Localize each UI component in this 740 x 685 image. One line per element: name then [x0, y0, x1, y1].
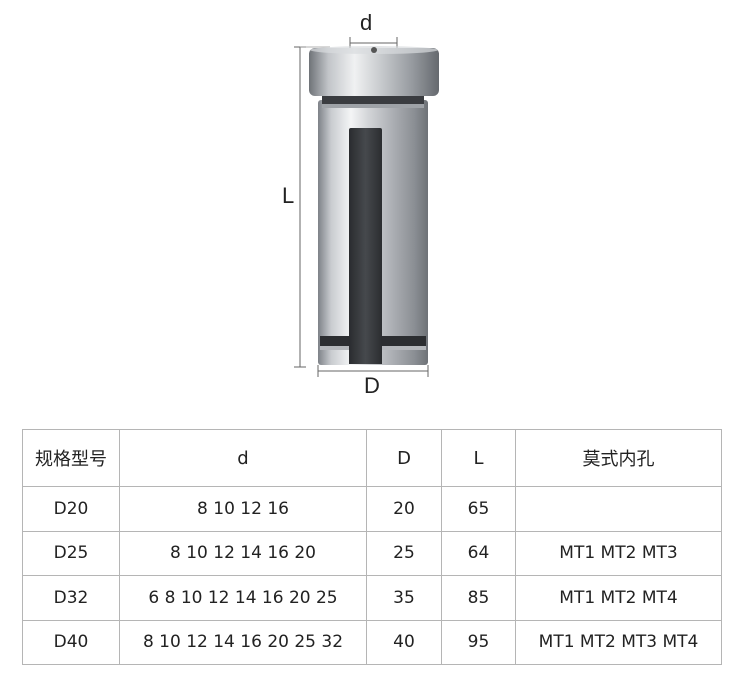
d-dimension-label: d [360, 10, 373, 35]
header-model: 规格型号 [22, 428, 120, 488]
cell-d: 8 10 12 14 16 20 [119, 530, 367, 577]
table-header-row: 规格型号 d D L 莫式内孔 [22, 428, 722, 488]
spec-table: 规格型号 d D L 莫式内孔 D20 8 10 12 16 20 65 D25… [22, 428, 722, 666]
cell-d: 6 8 10 12 14 16 20 25 [119, 575, 367, 621]
sleeve-slot [349, 128, 382, 364]
D-dimension-label: D [364, 373, 380, 398]
cell-L: 64 [441, 530, 516, 577]
header-d: d [119, 428, 367, 488]
cell-morse-taper: MT1 MT2 MT4 [515, 575, 722, 621]
cell-morse-taper: MT1 MT2 MT3 [515, 530, 722, 577]
cell-model: D40 [22, 619, 120, 666]
cell-D: 20 [366, 486, 442, 532]
collet-sleeve-illustration [294, 37, 439, 377]
table-row: D40 8 10 12 14 16 20 25 32 40 95 MT1 MT2… [22, 619, 722, 666]
table-row: D20 8 10 12 16 20 65 [22, 486, 722, 532]
cell-D: 40 [366, 619, 442, 666]
header-D: D [366, 428, 442, 488]
table-row: D32 6 8 10 12 14 16 20 25 35 85 MT1 MT2 … [22, 575, 722, 621]
sleeve-head [309, 48, 439, 96]
cell-d: 8 10 12 16 [119, 486, 367, 532]
cell-L: 95 [441, 619, 516, 666]
cell-D: 35 [366, 575, 442, 621]
cell-d: 8 10 12 14 16 20 25 32 [119, 619, 367, 666]
cell-morse-taper [515, 486, 722, 532]
cell-L: 65 [441, 486, 516, 532]
cell-model: D20 [22, 486, 120, 532]
cell-L: 85 [441, 575, 516, 621]
cell-morse-taper: MT1 MT2 MT3 MT4 [515, 619, 722, 666]
table-row: D25 8 10 12 14 16 20 25 64 MT1 MT2 MT3 [22, 530, 722, 577]
cell-model: D32 [22, 575, 120, 621]
header-L: L [441, 428, 516, 488]
cell-model: D25 [22, 530, 120, 577]
cell-D: 25 [366, 530, 442, 577]
product-figure: d L D [282, 10, 439, 398]
header-morse-taper: 莫式内孔 [515, 428, 722, 488]
L-dimension-label: L [282, 183, 295, 208]
